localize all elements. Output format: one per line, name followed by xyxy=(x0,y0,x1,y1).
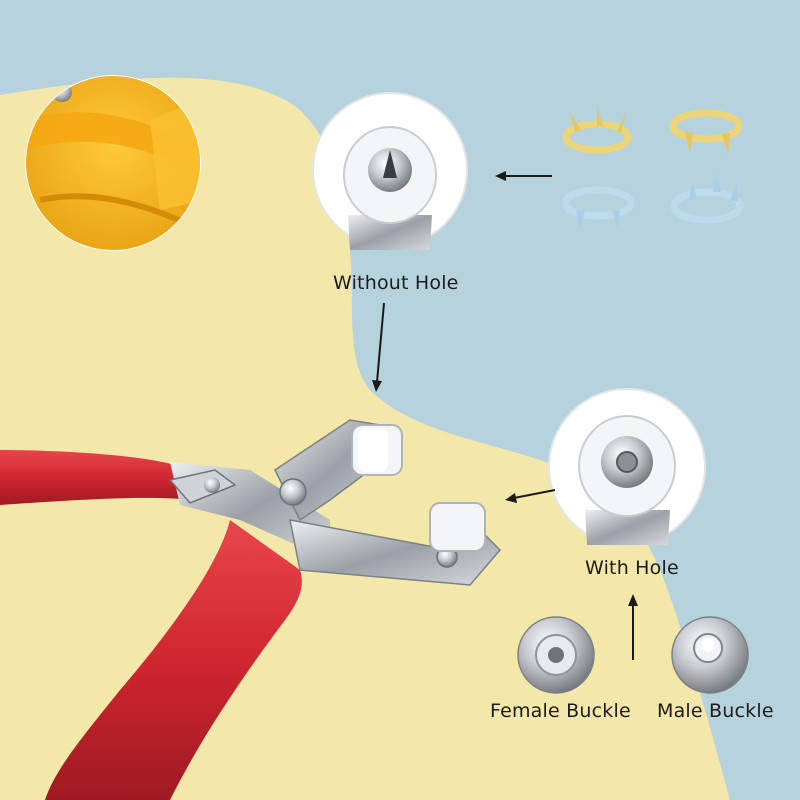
arrow-left-icon xyxy=(495,171,552,181)
garment-photo xyxy=(25,75,201,251)
lower-die-head xyxy=(429,502,486,552)
pliers-pivot-rivet xyxy=(279,478,307,506)
without-hole-die-photo xyxy=(312,92,468,250)
with-hole-die-photo xyxy=(548,388,706,546)
blue-prong-ring-up xyxy=(561,186,635,232)
with-hole-label: With Hole xyxy=(585,557,679,579)
prong-rings xyxy=(561,106,744,232)
pliers-handle-lower xyxy=(45,520,302,800)
yellow-prong-ring-down xyxy=(669,109,743,154)
male-buckle-photo xyxy=(671,616,749,694)
female-buckle-label: Female Buckle xyxy=(490,700,631,722)
without-hole-label: Without Hole xyxy=(333,272,459,294)
arrow-left-icon xyxy=(505,489,556,503)
yellow-prong-ring-up xyxy=(562,106,632,154)
male-buckle-label: Male Buckle xyxy=(657,700,774,722)
blue-prong-ring-down xyxy=(670,172,744,224)
snap-pliers xyxy=(0,419,502,800)
arrow-up-icon xyxy=(628,594,638,660)
pliers-handle-upper xyxy=(0,450,190,505)
female-buckle-photo xyxy=(517,616,595,694)
arrow-down-icon xyxy=(372,302,385,392)
